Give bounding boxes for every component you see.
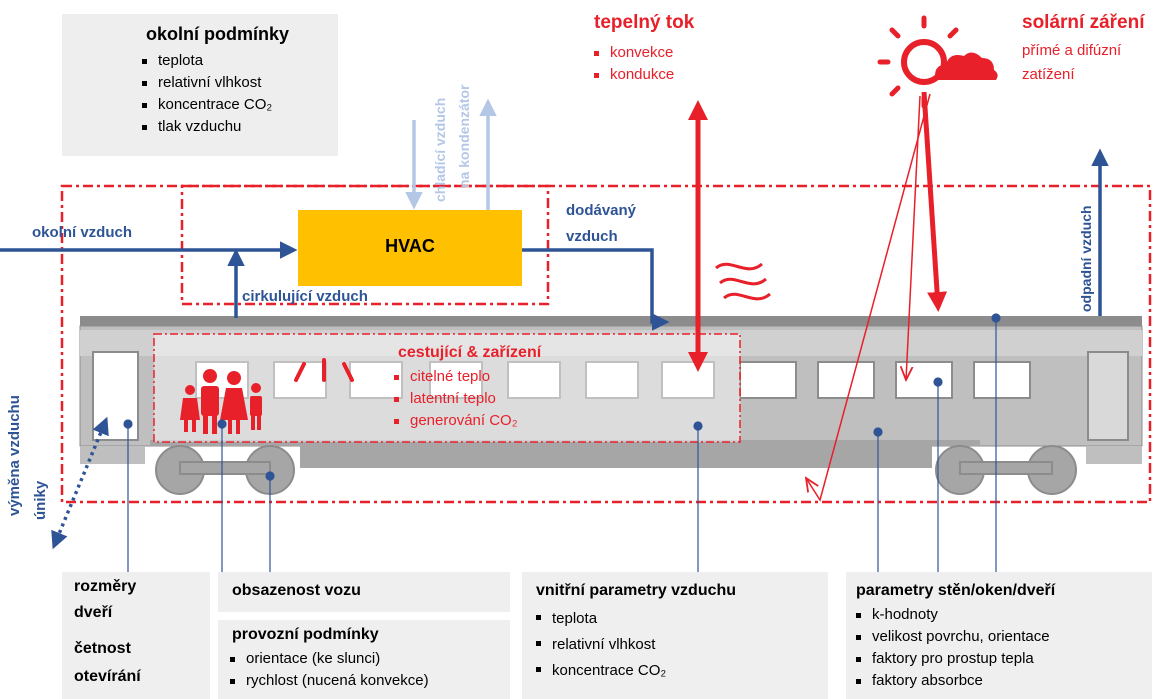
hvac-label: HVAC [385, 236, 435, 256]
walls-box [846, 572, 1152, 699]
operating-box [218, 620, 510, 699]
list-item: teplota [532, 606, 666, 632]
people-icon [180, 369, 262, 434]
supply-air-label-2: vzduch [566, 228, 618, 245]
list-item: relativní vlhkost [138, 72, 272, 94]
supply-air-arrow [522, 248, 670, 331]
door-line4: otevírání [74, 668, 141, 685]
passengers-title: cestující & zařízení [398, 344, 542, 361]
hvac-boundary [180, 184, 550, 306]
door-line2: dveří [74, 604, 113, 621]
door-line3: četnost [74, 640, 131, 657]
list-item: kondukce [590, 64, 674, 86]
heat-flow-list: konvekce kondukce [590, 42, 674, 86]
solar-title: solární záření [1022, 12, 1145, 33]
operating-list: orientace (ke slunci) rychlost (nucená k… [226, 648, 429, 692]
list-item: generování CO₂ [390, 410, 518, 432]
solar-direct-arrow [921, 91, 948, 312]
cooling-air-label-2: na kondenzátor [456, 84, 472, 188]
solar-line2: zatížení [1022, 66, 1075, 83]
walls-title: parametry stěn/oken/dveří [856, 582, 1056, 599]
operating-title: provozní podmínky [232, 626, 379, 643]
ambient-conditions-title: okolní podmínky [146, 24, 290, 44]
list-item: koncentrace CO₂ [532, 658, 666, 684]
list-item: faktory absorbce [852, 670, 1050, 692]
walls-list: k-hodnoty velikost povrchu, orientace fa… [852, 604, 1050, 692]
inner-air-box [522, 572, 828, 699]
air-exchange-label: výměna vzduchu [6, 395, 23, 516]
list-item: rychlost (nucená konvekce) [226, 670, 429, 692]
leakage-label: úniky [32, 480, 49, 520]
ambient-air-label: okolní vzduch [32, 224, 133, 241]
inner-air-title: vnitřní parametry vzduchu [536, 582, 737, 599]
occupancy-title: obsazenost vozu [232, 582, 361, 599]
list-item: k-hodnoty [852, 604, 1050, 626]
air-exchange-arrow [51, 416, 109, 550]
passengers-list: citelné teplo latentní teplo generování … [390, 366, 518, 432]
heat-waves-icon [715, 262, 771, 301]
recirculated-air-label: cirkulující vzduch [242, 288, 368, 305]
list-item: konvekce [590, 42, 674, 64]
occupancy-box [218, 572, 510, 612]
solar-window-ray [906, 95, 921, 380]
list-item: velikost povrchu, orientace [852, 626, 1050, 648]
list-item: orientace (ke slunci) [226, 648, 429, 670]
list-item: latentní teplo [390, 388, 518, 410]
list-item: teplota [138, 50, 272, 72]
list-item: tlak vzduchu [138, 116, 272, 138]
heat-flow-title: tepelný tok [594, 12, 695, 33]
list-item: koncentrace CO₂ [138, 94, 272, 116]
exhaust-air-label: odpadní vzduch [1078, 205, 1094, 312]
door-box [62, 572, 210, 699]
cooling-air-label-1: chladící vzduch [432, 97, 448, 202]
ambient-conditions-list: teplota relativní vlhkost koncentrace CO… [138, 50, 272, 138]
solar-line1: přímé a difúzní [1022, 42, 1122, 59]
ambient-conditions-box [62, 14, 338, 156]
supply-air-label-1: dodávaný [566, 202, 637, 219]
sun-icon [877, 15, 959, 109]
equipment-heat-icon [294, 358, 354, 382]
door-line1: rozměry [74, 578, 137, 595]
hvac-unit [298, 210, 522, 286]
inner-air-list: teplota relativní vlhkost koncentrace CO… [532, 606, 666, 684]
solar-reflect-ray [806, 93, 931, 502]
list-item: relativní vlhkost [532, 632, 666, 658]
system-boundary [60, 184, 1152, 504]
cloud-icon [935, 52, 998, 80]
list-item: faktory pro prostup tepla [852, 648, 1050, 670]
list-item: citelné teplo [390, 366, 518, 388]
